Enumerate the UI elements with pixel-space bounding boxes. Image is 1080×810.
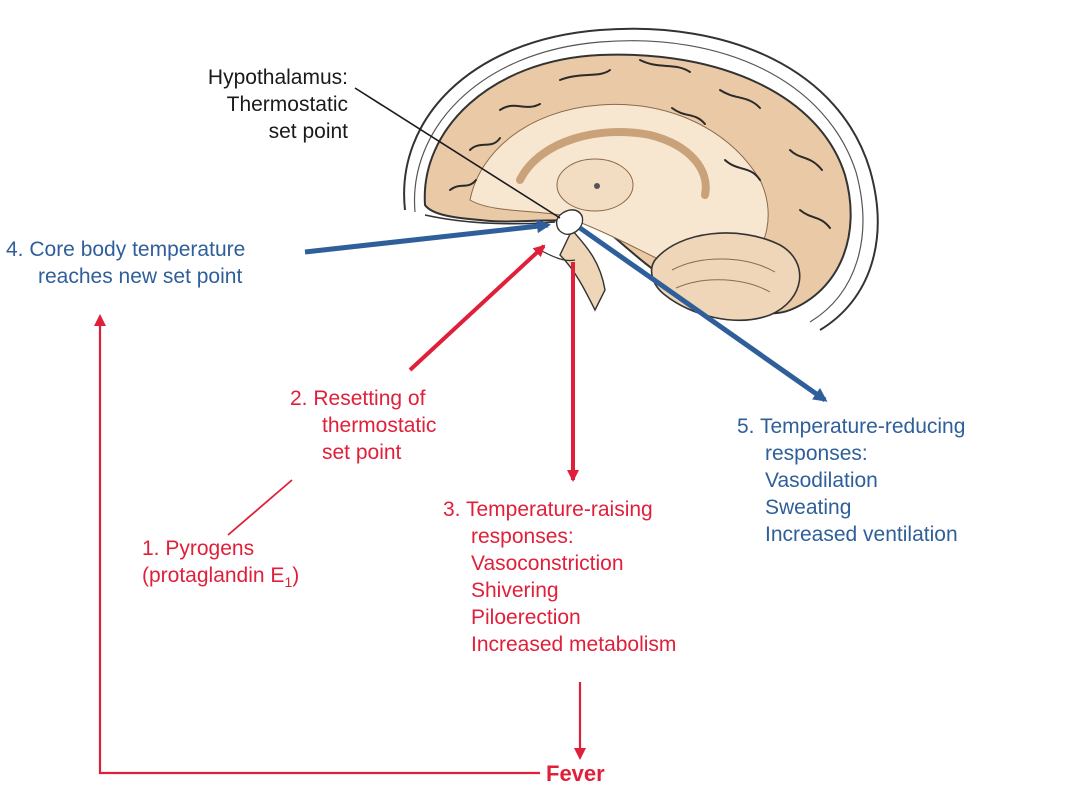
step5-line1: 5. Temperature-reducing [737, 415, 966, 438]
step5-item: Vasodilation [765, 469, 878, 492]
pyrogens-connector [227, 479, 293, 536]
step2-line2: thermostatic [322, 414, 437, 437]
arrow-hypothalamus-to-reducing [578, 225, 828, 403]
fever-label: Fever [546, 761, 605, 786]
arrow-resetting-to-hypothalamus [408, 244, 546, 372]
brain-sulci [449, 59, 831, 229]
fever-feedback-loop [94, 314, 540, 775]
step2-line1: 2. Resetting of [290, 387, 426, 410]
step3-item: Piloerection [471, 606, 581, 629]
step5-item: Increased ventilation [765, 523, 958, 546]
skull-outline [403, 27, 879, 331]
step3-item: Increased metabolism [471, 633, 677, 656]
thalamus-dot [594, 183, 600, 189]
step4-line1: 4. Core body temperature [6, 238, 246, 261]
hypothalamus-line2: Thermostatic [226, 93, 348, 116]
hypothalamus-pointer [354, 87, 561, 219]
brain-illustration [403, 27, 879, 331]
step1-line2-main: (protaglandin E [142, 564, 285, 587]
step3-line2: responses: [471, 525, 574, 548]
step1-subscript: 1 [284, 574, 293, 591]
step4-line2: reaches new set point [38, 265, 243, 288]
step3-line1: 3. Temperature-raising [443, 498, 653, 521]
step1-line2: (protaglandin E1) [142, 562, 299, 589]
step5-item: Sweating [765, 496, 852, 519]
corpus-callosum [516, 128, 710, 199]
step5-line2: responses: [765, 442, 868, 465]
step1-label: 1. Pyrogens (protaglandin E1) [142, 535, 299, 589]
hypothalamus-label: Hypothalamus: Thermostatic set point [150, 64, 348, 145]
arrow-core-temp-to-hypothalamus [304, 219, 551, 255]
brainstem [559, 228, 606, 312]
step2-label: 2. Resetting of thermostatic set point [290, 385, 436, 466]
hypothalamus-region [555, 209, 584, 235]
step4-label: 4. Core body temperature reaches new set… [6, 236, 245, 290]
step2-line3: set point [322, 441, 402, 464]
step3-item: Vasoconstriction [471, 552, 624, 575]
step1-line2-end: ) [292, 564, 300, 587]
cerebellum [650, 232, 801, 322]
step3-item: Shivering [471, 579, 559, 602]
hypothalamus-line1: Hypothalamus: [207, 66, 348, 89]
skull-inner-outline [413, 40, 864, 323]
hypothalamus-line3: set point [268, 120, 348, 143]
step1-line1: 1. Pyrogens [142, 537, 255, 560]
step3-label: 3. Temperature-raising responses: Vasoco… [443, 496, 676, 658]
step5-label: 5. Temperature-reducing responses: Vasod… [737, 413, 965, 548]
